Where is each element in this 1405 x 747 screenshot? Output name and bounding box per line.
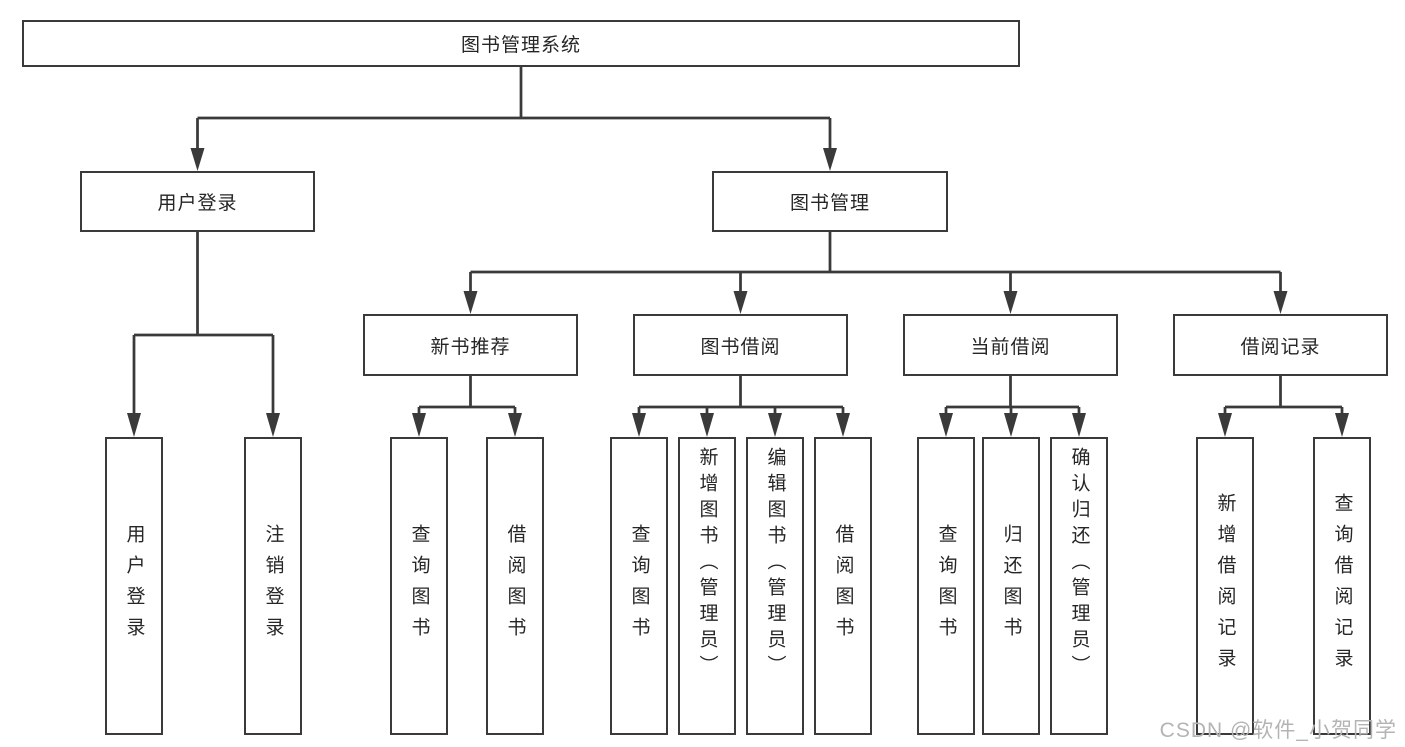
leaf-query-books-borrowing: 查询图书: [610, 437, 668, 735]
edge-paths: [132, 67, 1344, 414]
leaf-query-borrow-record: 查询借阅记录: [1313, 437, 1371, 735]
leaf-edit-books-admin: 编辑图书（管理员）: [746, 437, 804, 735]
arrowheads: [127, 148, 1349, 437]
leaf-user-login: 用户登录: [105, 437, 163, 735]
node-book-borrowing: 图书借阅: [633, 314, 848, 376]
leaf-borrow-books-borrowing: 借阅图书: [814, 437, 872, 735]
leaf-query-books-current: 查询图书: [917, 437, 975, 735]
node-borrow-records: 借阅记录: [1173, 314, 1388, 376]
leaf-add-borrow-record: 新增借阅记录: [1196, 437, 1254, 735]
leaf-add-books-admin: 新增图书（管理员）: [678, 437, 736, 735]
csdn-watermark: CSDN @软件_小贺同学: [1159, 719, 1397, 742]
node-library-management-system: 图书管理系统: [22, 20, 1020, 67]
node-new-book-recommend: 新书推荐: [363, 314, 578, 376]
leaf-borrow-books-recommend: 借阅图书: [486, 437, 544, 735]
node-user-login: 用户登录: [80, 171, 315, 232]
leaf-logout: 注销登录: [244, 437, 302, 735]
node-current-borrowing: 当前借阅: [903, 314, 1118, 376]
leaf-query-books-recommend: 查询图书: [390, 437, 448, 735]
leaf-confirm-return-admin: 确认归还（管理员）: [1050, 437, 1108, 735]
node-book-management: 图书管理: [712, 171, 948, 232]
leaf-return-books: 归还图书: [982, 437, 1040, 735]
